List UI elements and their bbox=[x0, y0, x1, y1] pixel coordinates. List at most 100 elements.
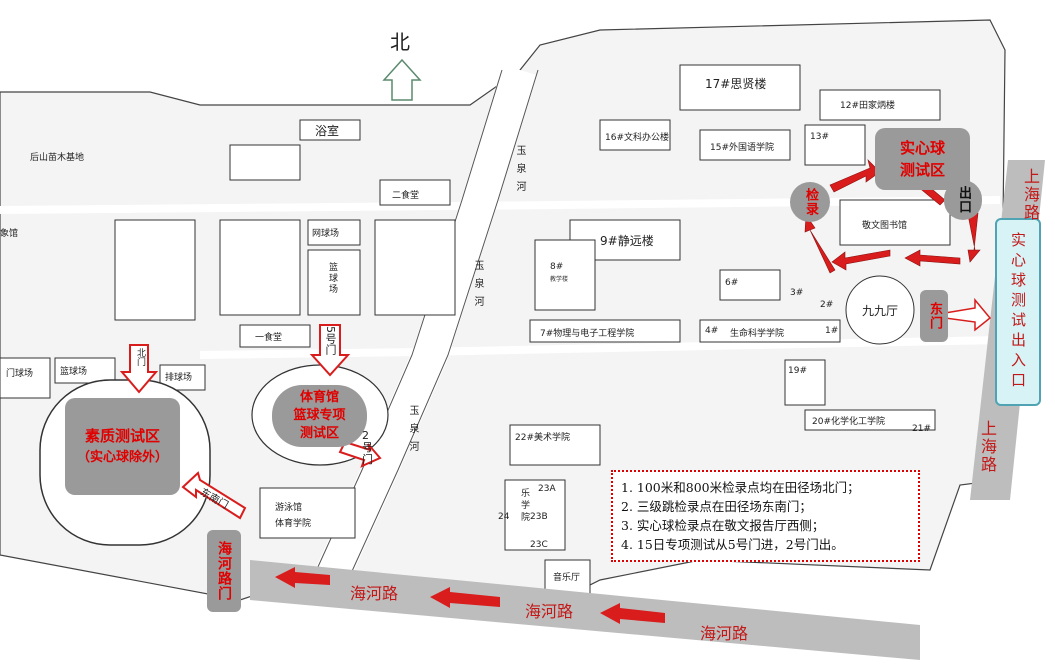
building-label: 20#化学化工学院 bbox=[812, 417, 885, 427]
building-label: 8# bbox=[550, 262, 564, 272]
arrow-left-icon bbox=[600, 603, 665, 624]
haihe-road-label: 海河路 bbox=[700, 624, 749, 643]
building-label: 篮球场 bbox=[60, 367, 88, 377]
note-line: 2. 三级跳检录点在田径场东南门； bbox=[621, 499, 812, 514]
building-13 bbox=[804, 124, 866, 166]
arrow-left-icon bbox=[430, 587, 500, 608]
building-yushi bbox=[299, 119, 361, 141]
building-label: 16#文科办公楼 bbox=[605, 133, 669, 143]
building-label: 19# bbox=[788, 366, 807, 376]
building-dorm-a bbox=[114, 219, 196, 321]
east-gate-pointer-icon bbox=[944, 297, 992, 332]
building-pool bbox=[259, 487, 356, 539]
gate2-label: 2号门 bbox=[362, 429, 373, 466]
east-gate-marker[interactable]: 东门 bbox=[920, 290, 948, 342]
building-siyuan bbox=[679, 64, 801, 111]
building-label: 网球场 bbox=[312, 229, 340, 239]
check-in-marker[interactable]: 检录 bbox=[790, 182, 830, 222]
building-canteen1 bbox=[239, 324, 311, 348]
shotput-test-zone[interactable]: 实心球 测试区 bbox=[875, 128, 970, 190]
building-6 bbox=[719, 269, 781, 301]
notes-box: 1. 100米和800米检录点均在田径场北门； 2. 三级跳检录点在田径场东南门… bbox=[611, 470, 920, 562]
north-gate-label: 北门 bbox=[135, 348, 145, 366]
note-line: 1. 100米和800米检录点均在田径场北门； bbox=[621, 480, 860, 495]
building-label: 教学楼 bbox=[550, 276, 569, 283]
building-label: 浴室 bbox=[315, 124, 340, 138]
note-line: 4. 15日专项测试从5号门进，2号门出。 bbox=[621, 537, 844, 552]
shanghai-road-label: 上海路 bbox=[978, 420, 997, 474]
building-label: 24 bbox=[498, 512, 510, 522]
building-tianjia bbox=[819, 89, 941, 121]
building-8 bbox=[534, 239, 596, 311]
building-life bbox=[699, 319, 841, 343]
gym-test-zone[interactable]: 体育馆 篮球专项 测试区 bbox=[272, 385, 367, 447]
building-7 bbox=[529, 319, 681, 343]
building-23 bbox=[504, 479, 566, 551]
building-music bbox=[544, 559, 591, 596]
building-label: 乐学院 bbox=[519, 488, 529, 524]
north-label: 北 bbox=[390, 30, 410, 54]
yuquan-river-label: 玉泉河 bbox=[407, 405, 418, 459]
building-label: 4# bbox=[705, 326, 719, 336]
building-label: 后山苗木基地 bbox=[30, 153, 85, 163]
haihe-road-label: 海河路 bbox=[350, 584, 399, 603]
jiujiu-circle bbox=[845, 275, 915, 345]
arrow-icon bbox=[829, 159, 881, 193]
building-19 bbox=[784, 359, 826, 406]
gate2-arrow-icon bbox=[338, 440, 382, 468]
building-label: 1# bbox=[825, 326, 839, 336]
building-label: 22#美术学院 bbox=[515, 433, 570, 443]
gym-zone-line2: 篮球专项 bbox=[293, 408, 346, 423]
note-line: 3. 实心球检录点在敬文报告厅西侧； bbox=[621, 518, 825, 533]
haihe-gate-marker[interactable]: 海河路门 bbox=[207, 530, 241, 612]
building-label: 15#外国语学院 bbox=[710, 143, 774, 153]
building-label: 体育学院 bbox=[275, 519, 312, 529]
building-label: 排球场 bbox=[165, 373, 193, 383]
exit-marker[interactable]: 出口 bbox=[944, 180, 982, 220]
shanghai-road-label: 上海路 bbox=[1021, 168, 1040, 222]
court-basket bbox=[307, 249, 361, 316]
quality-zone-line1: 素质测试区 bbox=[84, 426, 160, 445]
building-wenke bbox=[599, 119, 671, 151]
building-label: 生命科学学院 bbox=[730, 329, 785, 339]
arrow-icon bbox=[804, 214, 836, 274]
gym-zone-line1: 体育馆 bbox=[299, 390, 339, 405]
north-arrow-icon bbox=[382, 58, 422, 101]
arrow-icon bbox=[967, 212, 981, 263]
building-library bbox=[839, 199, 951, 246]
building-label: 23A bbox=[538, 484, 556, 494]
arrow-left-icon bbox=[275, 567, 330, 588]
gate5-arrow-icon bbox=[309, 324, 351, 377]
building-label: 篮球场 bbox=[327, 262, 337, 295]
building-22 bbox=[509, 424, 601, 466]
building-waiguoyu bbox=[699, 129, 791, 161]
haihe-road-label: 海河路 bbox=[525, 602, 574, 621]
building-label: 2# bbox=[820, 300, 834, 310]
haihe-road bbox=[250, 560, 920, 660]
shotput-entrance-marker[interactable]: 实心球测试出入口 bbox=[995, 218, 1041, 406]
building-label: 6# bbox=[725, 278, 739, 288]
southeast-gate-arrow-icon bbox=[181, 471, 247, 520]
court-basket2 bbox=[54, 357, 116, 384]
building-label: 一食堂 bbox=[255, 333, 283, 343]
yuquan-river bbox=[313, 64, 538, 588]
building-label: 7#物理与电子工程学院 bbox=[540, 329, 635, 339]
building-label: 9#静远楼 bbox=[600, 234, 654, 248]
building-label: 九九厅 bbox=[862, 304, 899, 318]
shotput-zone-line1: 实心球 bbox=[899, 139, 945, 157]
building-label: 敬文图书馆 bbox=[862, 221, 908, 231]
quality-test-zone[interactable]: 素质测试区 （实心球除外） bbox=[65, 398, 180, 495]
arrow-icon bbox=[904, 249, 961, 267]
building-label: 游泳馆 bbox=[275, 503, 303, 513]
building-label: 21# bbox=[912, 424, 931, 434]
building-label: 3# bbox=[790, 288, 804, 298]
arrow-icon bbox=[831, 249, 891, 271]
building-label: 23B bbox=[530, 512, 548, 522]
building-dorm-b bbox=[219, 219, 301, 316]
gate5-label: 5号门 bbox=[324, 326, 337, 355]
yuquan-river-label: 玉泉河 bbox=[514, 145, 525, 199]
yuquan-river-label: 玉泉河 bbox=[472, 260, 483, 314]
court-tennis bbox=[307, 219, 361, 246]
building-label: 音乐厅 bbox=[553, 573, 581, 583]
